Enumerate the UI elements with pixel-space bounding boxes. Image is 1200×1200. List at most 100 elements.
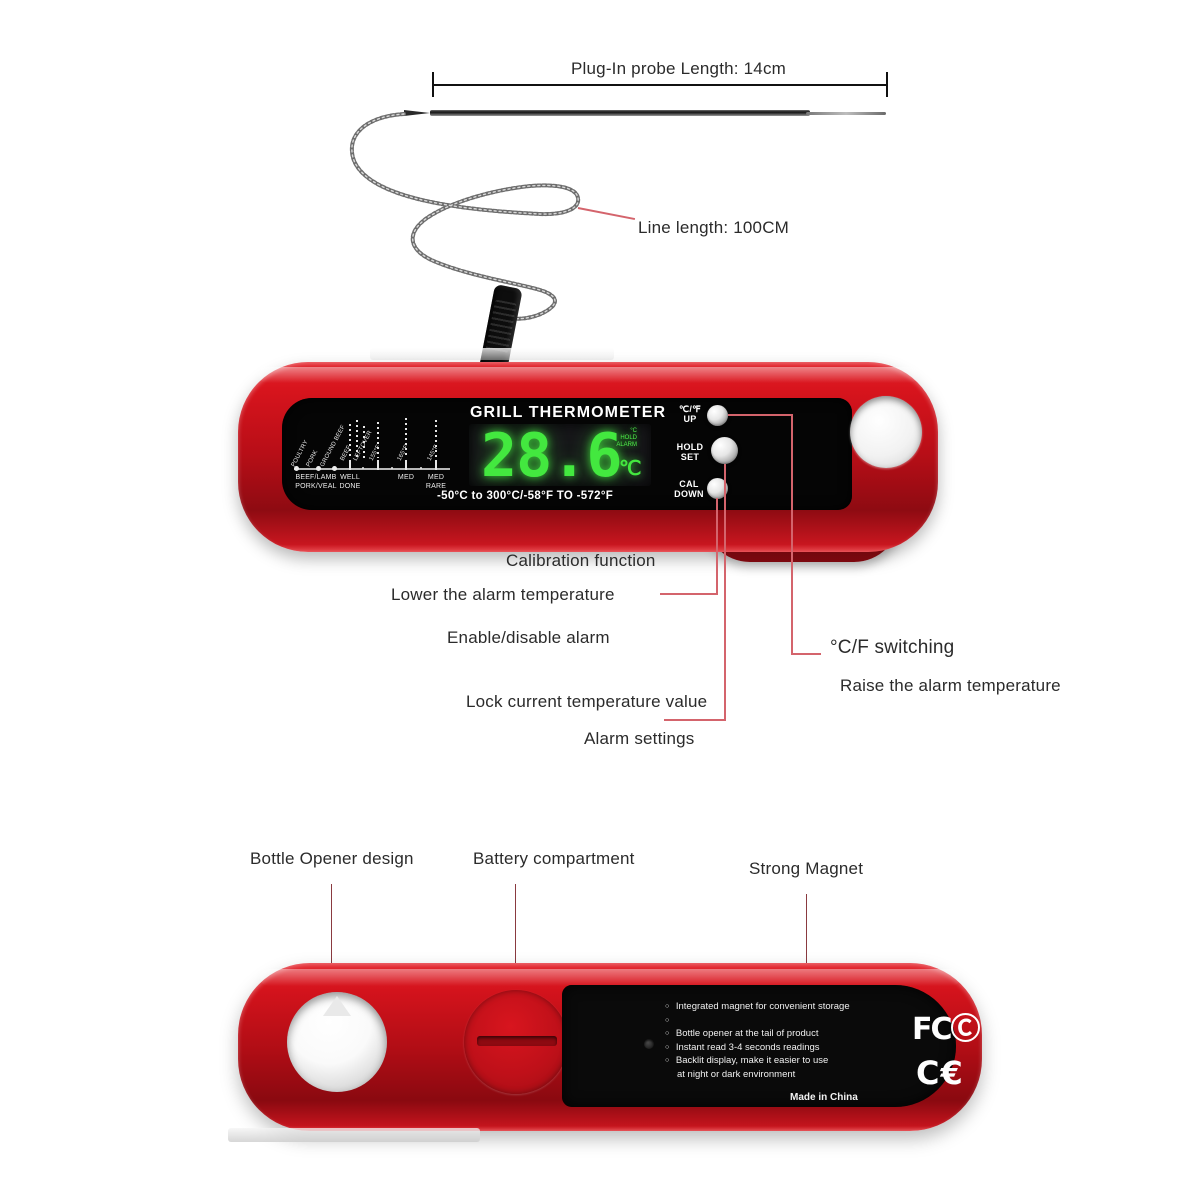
callout-alarm-settings: Alarm settings [584, 729, 695, 748]
callout-bottle-opener: Bottle Opener design [250, 849, 414, 868]
callout-lower-alarm: Lower the alarm temperature [391, 585, 615, 604]
button-hold-set[interactable] [711, 437, 738, 464]
meat-category-line2: PORK/VEAL [295, 482, 337, 490]
meat-chart-column [356, 420, 358, 458]
leader-cf-switching [728, 414, 792, 416]
lcd-screen: 28.6 ℃ °C HOLD ALARM [469, 424, 651, 486]
bottle-opener-notch-icon [323, 996, 351, 1016]
button-label-cf-up: ℃/℉ UP [672, 404, 708, 424]
screw-hole [644, 1039, 654, 1049]
meat-chart-column [363, 426, 365, 458]
meat-chart-tick [435, 460, 437, 470]
meat-chart-axis [294, 468, 450, 470]
feature-list-items: Integrated magnet for convenient storage… [664, 1000, 934, 1068]
button-label-cal-down: CAL DOWN [668, 479, 710, 499]
feature-text: Instant read 3-4 seconds readings [675, 1041, 820, 1053]
meat-category-line2: DONE [339, 482, 361, 490]
lcd-status-badges: °C HOLD ALARM [616, 428, 638, 448]
callout-enable-disable-alarm: Enable/disable alarm [447, 628, 610, 647]
leader-cf-switching [791, 653, 821, 655]
meat-chart-dot [362, 467, 364, 469]
button-cal-down[interactable] [707, 478, 728, 499]
feature-item: Integrated magnet for convenient storage [676, 1000, 934, 1014]
meat-chart-tick [405, 460, 407, 470]
probe-shaft [430, 110, 810, 116]
leader-hold-set [664, 719, 726, 721]
meat-chart-tick [377, 460, 379, 470]
meat-category-line1: MED [427, 474, 445, 481]
meat-category-line1: MED [397, 474, 415, 481]
feature-item-continuation [676, 1014, 934, 1028]
probe-dimension-line [432, 84, 888, 86]
meat-chart-column [377, 422, 379, 458]
feature-text: Backlit display, make it easier to use [675, 1055, 829, 1066]
meat-category-line2: RARE [425, 482, 447, 490]
leader-calibration [716, 498, 718, 594]
meat-chart-tick [349, 460, 351, 470]
button-label-line1: CAL [679, 479, 699, 489]
meat-chart-category: WELL DONE [328, 474, 372, 491]
meat-chart-category: MED [384, 474, 428, 483]
feature-list: Integrated magnet for convenient storage… [664, 1000, 934, 1081]
feature-text: Integrated magnet for convenient storage [675, 1001, 850, 1012]
probe-tip-icon [404, 110, 430, 116]
leader-calibration [660, 593, 718, 595]
cable-label-leader [577, 207, 636, 220]
fcc-certification-icon: FCⒸ [912, 1012, 981, 1047]
button-label-hold-set: HOLD SET [670, 442, 710, 462]
meat-category-line1: BEEF/LAMB [295, 474, 337, 481]
meat-chart-category: BEEF/LAMB PORK/VEAL [284, 474, 348, 491]
leader-cf-switching [791, 414, 793, 654]
leader-hold-set [724, 464, 726, 720]
feature-item: Backlit display, make it easier to use [676, 1054, 934, 1068]
meat-chart-column [405, 418, 407, 458]
meat-chart-knob [316, 466, 321, 471]
leader-bottle-opener [331, 884, 333, 986]
meat-chart-vlabel: 165°F [396, 444, 411, 462]
callout-lock-temperature: Lock current temperature value [466, 692, 708, 711]
probe-dimension-cap-left [432, 72, 434, 97]
battery-compartment-slot [477, 1036, 557, 1046]
temperature-range-label: -50°C to 300°C/-58°F TO -572°F [437, 490, 614, 502]
probe-length-label: Plug-In probe Length: 14cm [571, 59, 787, 78]
meat-chart-dot [391, 467, 393, 469]
meat-chart-column [435, 420, 437, 458]
meat-chart-knob [332, 466, 337, 471]
meat-chart-vlabel: GROUND BEEF [319, 424, 347, 468]
callout-cf-switching: °C/F switching [830, 637, 955, 658]
feature-item: Instant read 3-4 seconds readings [676, 1041, 934, 1055]
button-cf-up[interactable] [707, 405, 728, 426]
button-label-line1: ℃/℉ [678, 404, 702, 414]
folded-probe-blade [228, 1128, 480, 1142]
probe-dimension-cap-right [886, 72, 888, 97]
probe-blade-sheen [370, 348, 614, 360]
probe-shaft-taper [806, 112, 886, 115]
meat-chart-category: MED RARE [414, 474, 458, 491]
meat-chart-knob [294, 466, 299, 471]
feature-text [665, 1015, 668, 1026]
lcd-temperature-value: 28.6 [481, 424, 622, 486]
button-label-line1: HOLD [676, 442, 704, 452]
meat-doneness-chart: POULTRY PORK GROUND BEEF BEEF LEFTOVER 1… [291, 404, 452, 504]
meat-category-line1: WELL [340, 474, 360, 481]
callout-strong-magnet: Strong Magnet [749, 859, 864, 878]
callout-battery-compartment: Battery compartment [473, 849, 635, 868]
made-in-label: Made in China [790, 1092, 858, 1103]
meat-chart-vlabel: 155°F [368, 444, 383, 462]
button-label-line2: DOWN [674, 489, 704, 499]
button-label-line2: UP [683, 414, 697, 424]
meat-chart-column [349, 424, 351, 458]
meat-chart-vlabel: 145°F [426, 444, 441, 462]
meat-chart-dot [420, 467, 422, 469]
feature-text-wrap: at night or dark environment [677, 1068, 796, 1080]
button-label-line2: SET [680, 452, 700, 462]
hang-hole [850, 396, 922, 468]
callout-calibration-function: Calibration function [506, 551, 656, 570]
lcd-unit-symbol: ℃ [619, 456, 642, 480]
feature-text: Bottle opener at the tail of product [675, 1028, 819, 1039]
brand-title: GRILL THERMOMETER [470, 404, 667, 421]
ce-certification-icon: C€ [916, 1054, 964, 1092]
callout-raise-alarm: Raise the alarm temperature [840, 676, 1061, 695]
cable-length-label: Line length: 100CM [638, 218, 790, 237]
